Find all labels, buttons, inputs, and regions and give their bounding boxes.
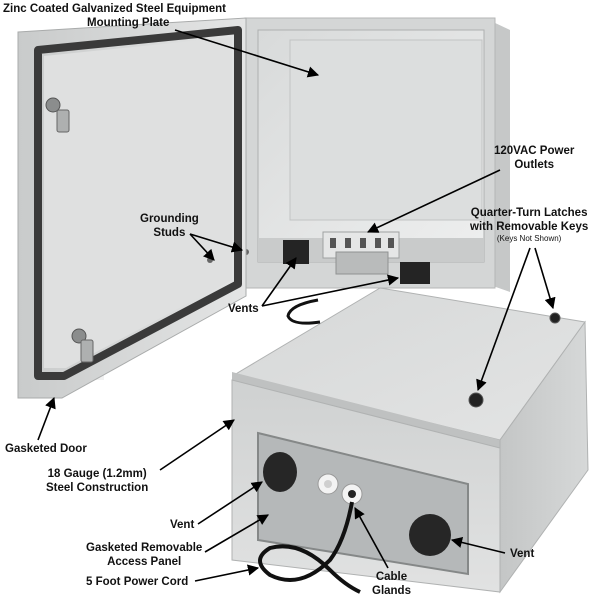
- arrow-grounding-1: [189, 233, 244, 253]
- closed-enclosure-side: [499, 320, 589, 594]
- label-cable-glands-line1: Cable: [375, 571, 408, 583]
- label-gasketed-door-text: Gasketed Door: [5, 443, 87, 455]
- label-vents-top: Vents: [228, 302, 259, 316]
- label-cable-glands: Cable Glands: [372, 570, 411, 598]
- vent-left: [263, 452, 297, 492]
- label-latches: Quarter-Turn Latches with Removable Keys…: [470, 206, 588, 244]
- arrow-grounding-2: [189, 233, 215, 261]
- door-latch-bottom: [71, 328, 94, 363]
- label-vents-top-text: Vents: [228, 303, 259, 315]
- arrow-steel: [159, 419, 235, 471]
- arrow-mounting-plate: [174, 29, 320, 78]
- label-vent-left: Vent: [170, 518, 194, 532]
- arrow-access-panel: [204, 514, 269, 553]
- vent-interior-right: [400, 262, 430, 284]
- label-access-panel-line2: Access Panel: [107, 556, 182, 568]
- label-power-outlets-line1: 120VAC Power: [494, 145, 575, 157]
- arrow-gasketed-door: [37, 396, 56, 441]
- power-outlets: [330, 238, 394, 248]
- mounting-plate: [289, 39, 483, 221]
- label-vent-right: Vent: [510, 547, 534, 561]
- cable-glands: [317, 473, 363, 505]
- arrow-vent-left: [197, 481, 263, 525]
- label-steel-line1: 18 Gauge (1.2mm): [47, 468, 147, 480]
- label-vent-left-text: Vent: [170, 519, 195, 531]
- arrow-cable-glands: [354, 507, 389, 569]
- label-power-outlets-line2: Outlets: [514, 159, 554, 171]
- label-grounding-line2: Studs: [153, 227, 186, 239]
- label-power-cord-text: 5 Foot Power Cord: [86, 576, 189, 588]
- arrow-latch-front: [476, 247, 531, 392]
- label-access-panel-line1: Gasketed Removable: [86, 542, 203, 554]
- label-power-cord: 5 Foot Power Cord: [86, 575, 188, 589]
- power-cord: [258, 501, 361, 594]
- door-inner-panel: [44, 37, 232, 368]
- arrow-vents-2: [261, 274, 400, 307]
- arrow-power-outlets: [366, 169, 501, 233]
- vent-right: [409, 514, 451, 556]
- arrow-power-cord: [194, 564, 260, 582]
- label-latches-line1: Quarter-Turn Latches: [470, 207, 588, 219]
- arrow-vents-1: [261, 257, 297, 307]
- label-latches-line2: with Removable Keys: [470, 221, 589, 233]
- label-steel-line2: Steel Construction: [46, 482, 149, 494]
- open-enclosure-side: [493, 22, 510, 292]
- power-cord-back: [286, 298, 321, 325]
- door-gasket: [34, 26, 242, 380]
- door-latch-top: [45, 97, 70, 133]
- label-grounding-line1: Grounding: [140, 213, 199, 225]
- label-cable-glands-line2: Glands: [372, 585, 411, 597]
- arrow-latch-back: [534, 247, 556, 310]
- label-grounding: Grounding Studs: [140, 212, 199, 240]
- gland-plate-inner: [335, 251, 389, 275]
- vent-interior-left: [283, 240, 309, 264]
- label-steel: 18 Gauge (1.2mm) Steel Construction: [46, 467, 148, 495]
- callout-arrows: [37, 29, 556, 582]
- label-mounting-plate: Zinc Coated Galvanized Steel Equipment M…: [3, 2, 226, 30]
- label-gasketed-door: Gasketed Door: [5, 442, 87, 456]
- quarter-turn-latch-front: [468, 392, 484, 408]
- closed-enclosure-lid-lip: [232, 372, 500, 448]
- label-vent-right-text: Vent: [510, 548, 535, 560]
- label-latches-note: (Keys Not Shown): [496, 234, 562, 243]
- label-access-panel: Gasketed Removable Access Panel: [86, 541, 202, 569]
- label-mounting-plate-line2: Mounting Plate: [87, 17, 170, 29]
- label-power-outlets: 120VAC Power Outlets: [494, 144, 574, 172]
- arrow-vent-right: [450, 536, 506, 554]
- label-mounting-plate-line1: Zinc Coated Galvanized Steel Equipment: [3, 3, 227, 15]
- quarter-turn-latch-back: [549, 312, 561, 324]
